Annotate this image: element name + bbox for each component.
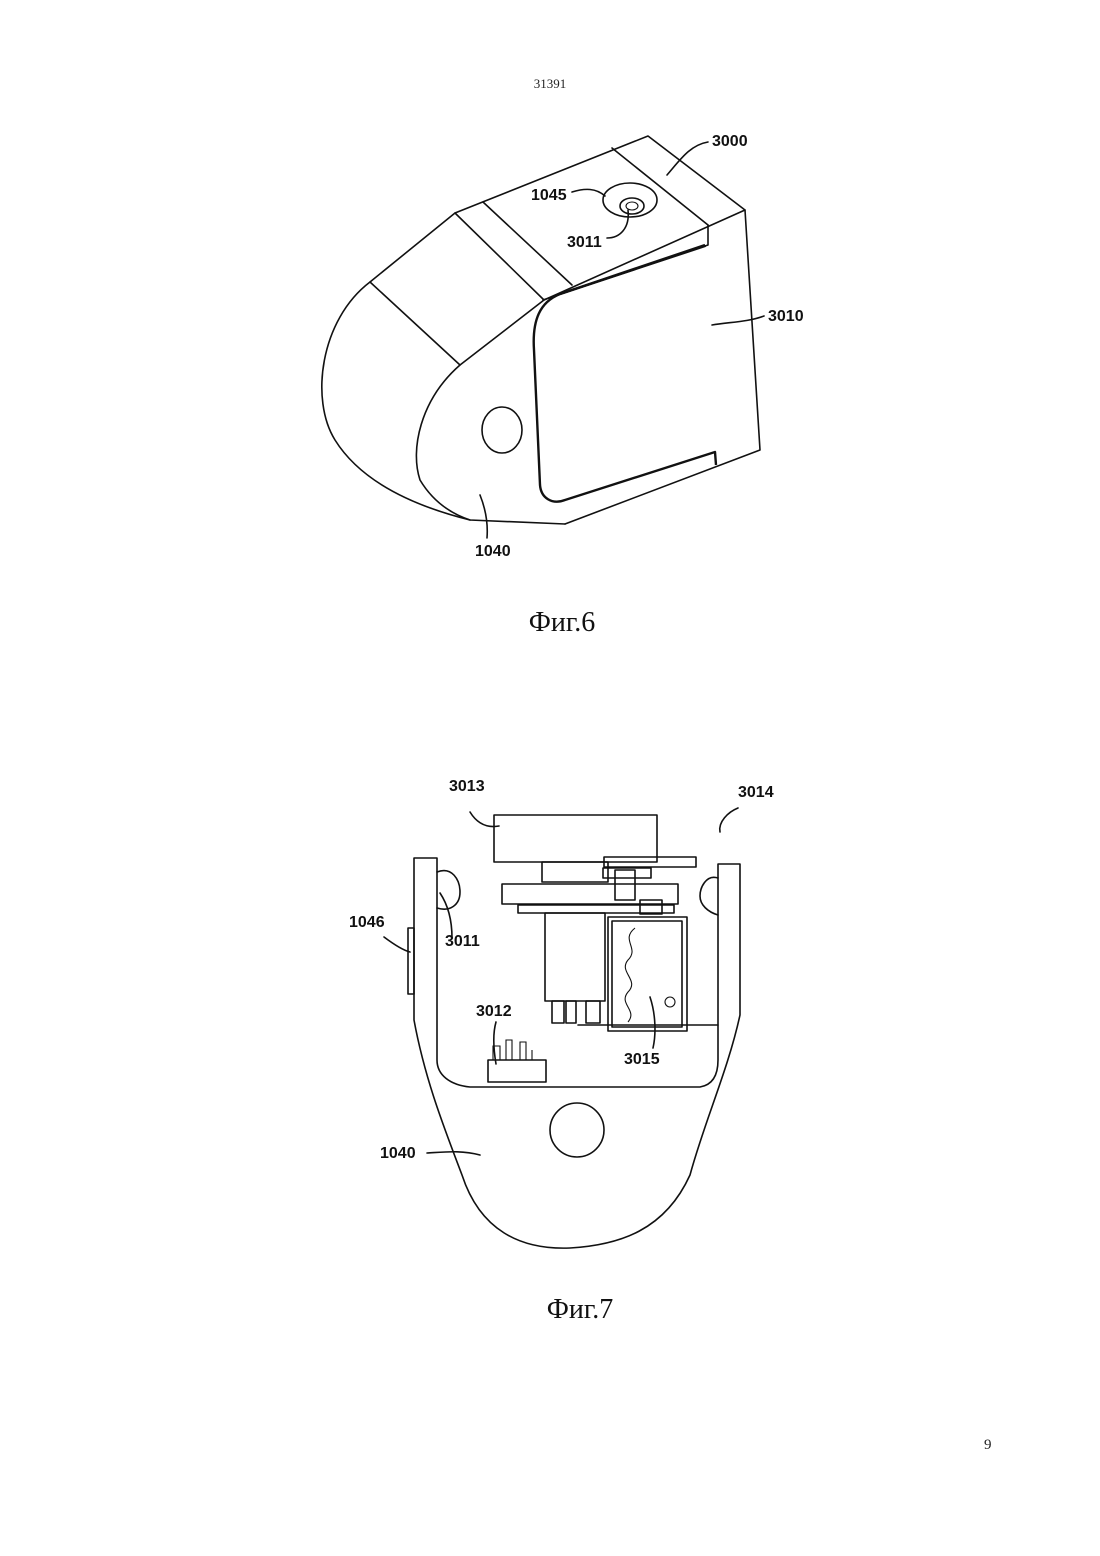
label-3011: 3011 (445, 933, 480, 950)
label-3014: 3014 (738, 784, 774, 801)
label-3015: 3015 (624, 1051, 660, 1068)
figure-7-caption: Фиг.7 (30, 1294, 1100, 1326)
label-3013: 3013 (449, 778, 485, 795)
label-1040: 1040 (380, 1145, 416, 1162)
page-number: 9 (984, 1437, 992, 1454)
label-1046: 1046 (349, 914, 385, 931)
label-3012: 3012 (476, 1003, 512, 1020)
figure-7-drawing: 3013 3014 1046 3011 3012 3015 1040 (0, 0, 1100, 1300)
